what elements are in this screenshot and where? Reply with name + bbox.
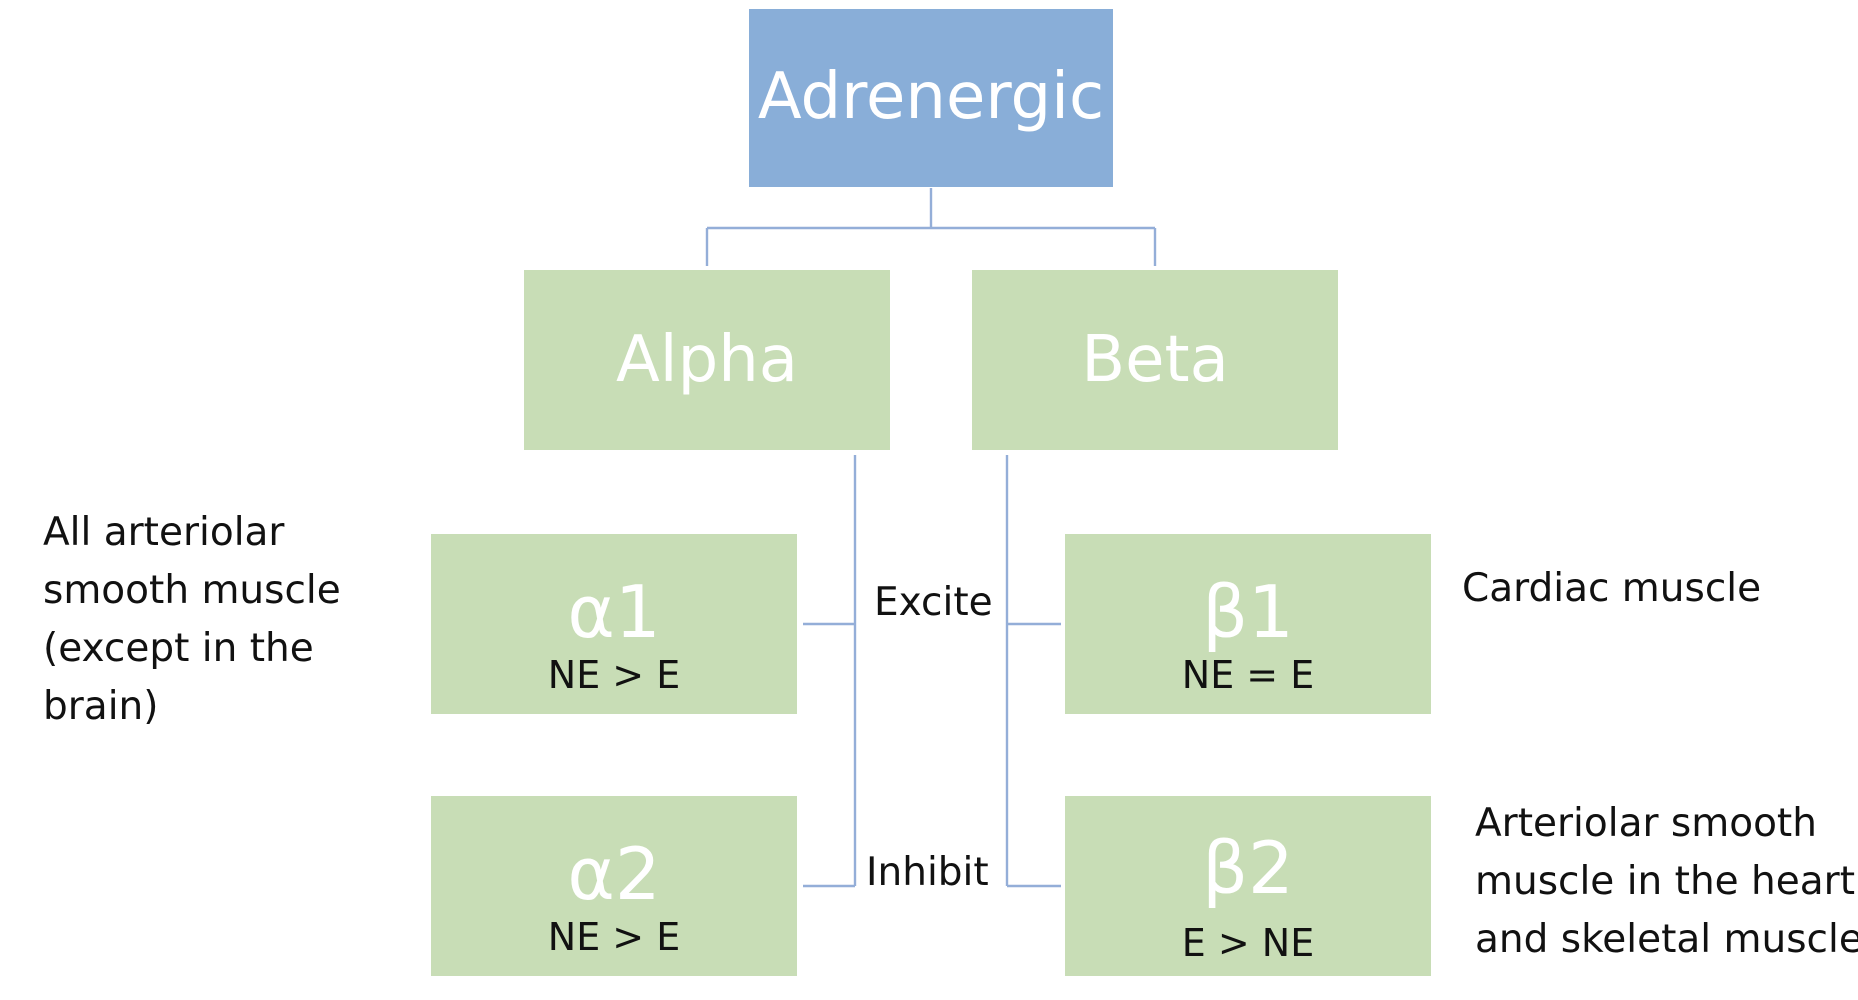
inhibit-label: Inhibit (866, 850, 989, 895)
beta2-location-note: Arteriolar smooth muscle in the heart an… (1475, 795, 1858, 969)
beta1-node: β1 NE = E (1065, 534, 1431, 714)
connector-beta-to-subtypes (1005, 455, 1061, 888)
alpha2-ratio: NE > E (547, 915, 681, 959)
beta2-note-line: and skeletal muscle (1475, 917, 1858, 962)
alpha1-note-line: All arteriolar (43, 510, 285, 555)
alpha1-note-line: brain) (43, 684, 159, 729)
beta2-node: β2 E > NE (1065, 796, 1431, 976)
connector-alpha-to-subtypes (803, 455, 857, 888)
beta2-node-label: β2 (1202, 826, 1294, 910)
beta2-note-line: muscle in the heart (1475, 859, 1855, 904)
beta2-note-line: Arteriolar smooth (1475, 801, 1817, 846)
alpha1-note-line: (except in the (43, 626, 314, 671)
excite-label: Excite (874, 580, 993, 625)
alpha2-node: α2 NE > E (431, 796, 797, 976)
alpha-node-label: Alpha (616, 323, 798, 397)
alpha1-node-label: α1 (567, 570, 661, 654)
alpha1-note-line: smooth muscle (43, 568, 341, 613)
alpha1-location-note: All arteriolar smooth muscle (except in … (43, 504, 341, 736)
alpha2-node-label: α2 (567, 832, 661, 916)
beta1-location-note: Cardiac muscle (1462, 560, 1761, 618)
alpha1-node: α1 NE > E (431, 534, 797, 714)
connector-root-to-branches (705, 188, 1157, 266)
beta2-ratio: E > NE (1181, 921, 1315, 965)
beta-node: Beta (972, 270, 1338, 450)
beta1-note-line: Cardiac muscle (1462, 566, 1762, 611)
beta1-node-label: β1 (1202, 570, 1294, 654)
alpha-node: Alpha (524, 270, 890, 450)
beta-node-label: Beta (1081, 323, 1229, 397)
adrenergic-node-label: Adrenergic (757, 60, 1105, 134)
adrenergic-node: Adrenergic (748, 8, 1114, 188)
alpha1-ratio: NE > E (547, 653, 681, 697)
beta1-ratio: NE = E (1181, 653, 1315, 697)
